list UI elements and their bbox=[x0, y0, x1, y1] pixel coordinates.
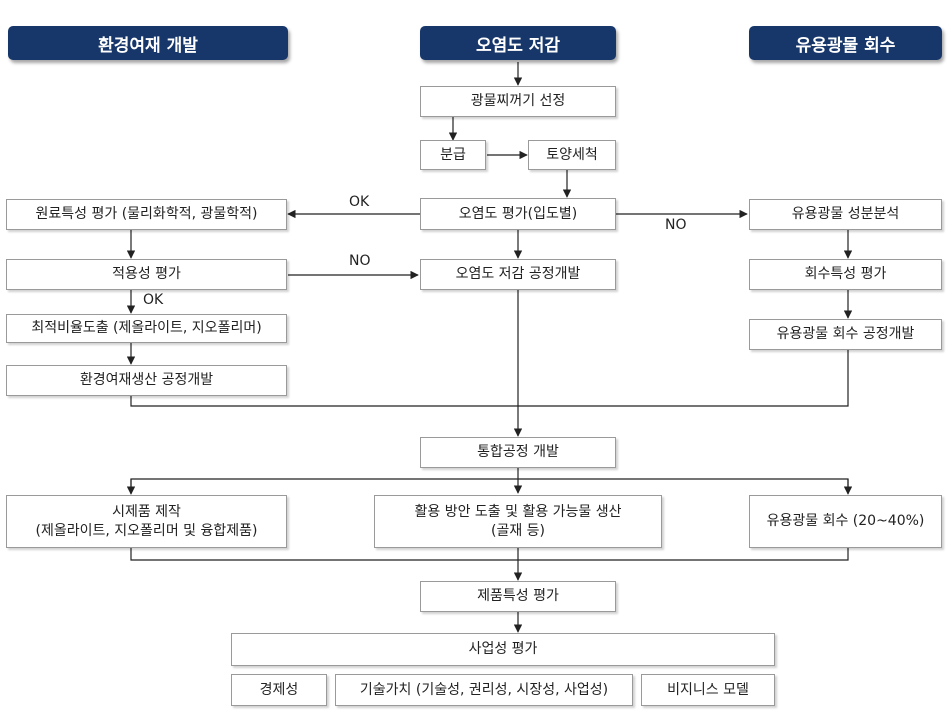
prototype-line1: 시제품 제작 bbox=[112, 504, 181, 521]
box-raw-material-eval: 원료특성 평가 (물리화학적, 광물학적) bbox=[6, 199, 287, 230]
header-contamination-reduction: 오염도 저감 bbox=[420, 26, 616, 60]
box-mineral-recovery-rate: 유용광물 회수 (20~40%) bbox=[749, 495, 942, 548]
edge-label-ok-down: OK bbox=[143, 292, 164, 308]
box-classification: 분급 bbox=[420, 140, 486, 170]
edge-label-ok-left: OK bbox=[349, 194, 370, 210]
box-reduction-process: 오염도 저감 공정개발 bbox=[420, 259, 616, 290]
prototype-line2: (제올라이트, 지오폴리머 및 융합제품) bbox=[35, 522, 258, 539]
box-economics: 경제성 bbox=[231, 674, 327, 706]
utilization-line1: 활용 방안 도출 및 활용 가능물 생산 bbox=[414, 504, 622, 521]
box-integrated-process: 통합공정 개발 bbox=[420, 437, 616, 468]
box-slag-selection: 광물찌꺼기 선정 bbox=[420, 86, 616, 117]
box-soil-washing: 토양세척 bbox=[528, 140, 616, 170]
box-recovery-process: 유용광물 회수 공정개발 bbox=[749, 319, 942, 350]
edge-label-no-right: NO bbox=[665, 217, 687, 233]
box-prototype: 시제품 제작 (제올라이트, 지오폴리머 및 융합제품) bbox=[6, 495, 287, 548]
utilization-line2: (골재 등) bbox=[490, 522, 545, 539]
box-business-model: 비지니스 모델 bbox=[641, 674, 775, 706]
edge-label-no-middle: NO bbox=[349, 253, 371, 269]
header-env-media: 환경여재 개발 bbox=[8, 26, 288, 60]
box-contamination-eval: 오염도 평가(입도별) bbox=[420, 198, 616, 230]
box-optimal-ratio: 최적비율도출 (제올라이트, 지오폴리머) bbox=[6, 314, 287, 343]
box-mineral-analysis: 유용광물 성분분석 bbox=[749, 199, 942, 230]
box-utilization: 활용 방안 도출 및 활용 가능물 생산 (골재 등) bbox=[374, 495, 662, 548]
box-applicability-eval: 적용성 평가 bbox=[6, 259, 287, 290]
header-mineral-recovery: 유용광물 회수 bbox=[749, 26, 942, 60]
box-technology-value: 기술가치 (기술성, 권리성, 시장성, 사업성) bbox=[335, 674, 633, 706]
box-env-media-production: 환경여재생산 공정개발 bbox=[6, 365, 287, 396]
box-recovery-eval: 회수특성 평가 bbox=[749, 259, 942, 290]
box-business-eval: 사업성 평가 bbox=[231, 633, 775, 666]
box-product-eval: 제품특성 평가 bbox=[420, 581, 616, 612]
